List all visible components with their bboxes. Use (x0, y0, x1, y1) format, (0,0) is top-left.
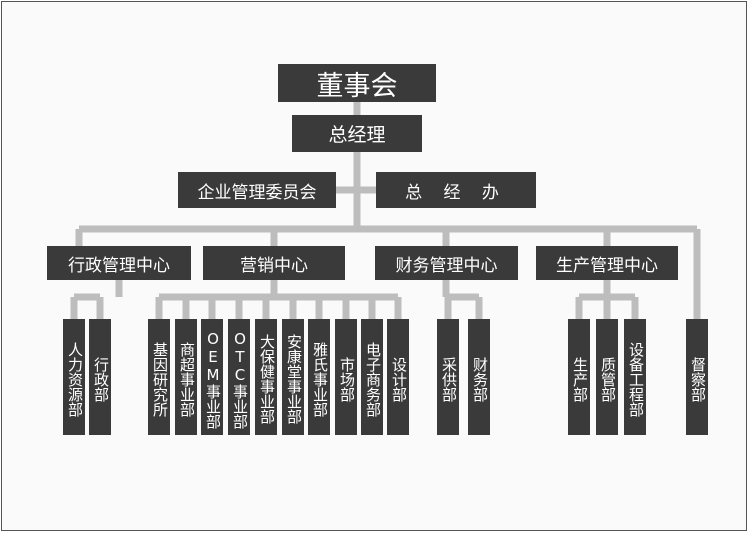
department-box: 财务部 (468, 319, 490, 435)
department-box: 安康堂事业部 (282, 319, 304, 435)
department-box: 市场部 (335, 319, 357, 435)
department-box: OTC事业部 (228, 319, 250, 435)
center-marketing-box: 营销中心 (203, 246, 345, 280)
department-box: 商超事业部 (175, 319, 197, 435)
department-box: 生产部 (568, 319, 590, 435)
general-manager-box: 总经理 (292, 115, 422, 152)
board-box: 董事会 (278, 64, 436, 102)
inspection-dept-box: 督察部 (686, 319, 708, 435)
department-box: 质管部 (596, 319, 618, 435)
department-box: 设计部 (387, 319, 409, 435)
department-box: 采供部 (437, 319, 459, 435)
gm-office-box: 总 经 办 (376, 172, 536, 208)
department-box: 大保健事业部 (255, 319, 277, 435)
department-box: OEM事业部 (201, 319, 223, 435)
department-box: 设备工程部 (624, 319, 646, 435)
department-box: 雅氏事业部 (308, 319, 330, 435)
department-box: 行政部 (89, 319, 111, 435)
center-finance-box: 财务管理中心 (375, 246, 518, 280)
management-committee-box: 企业管理委员会 (178, 172, 336, 208)
center-production-box: 生产管理中心 (536, 246, 678, 280)
department-box: 电子商务部 (361, 319, 383, 435)
department-box: 基因研究所 (148, 319, 170, 435)
center-admin-box: 行政管理中心 (47, 246, 191, 280)
department-box: 人力资源部 (63, 319, 85, 435)
